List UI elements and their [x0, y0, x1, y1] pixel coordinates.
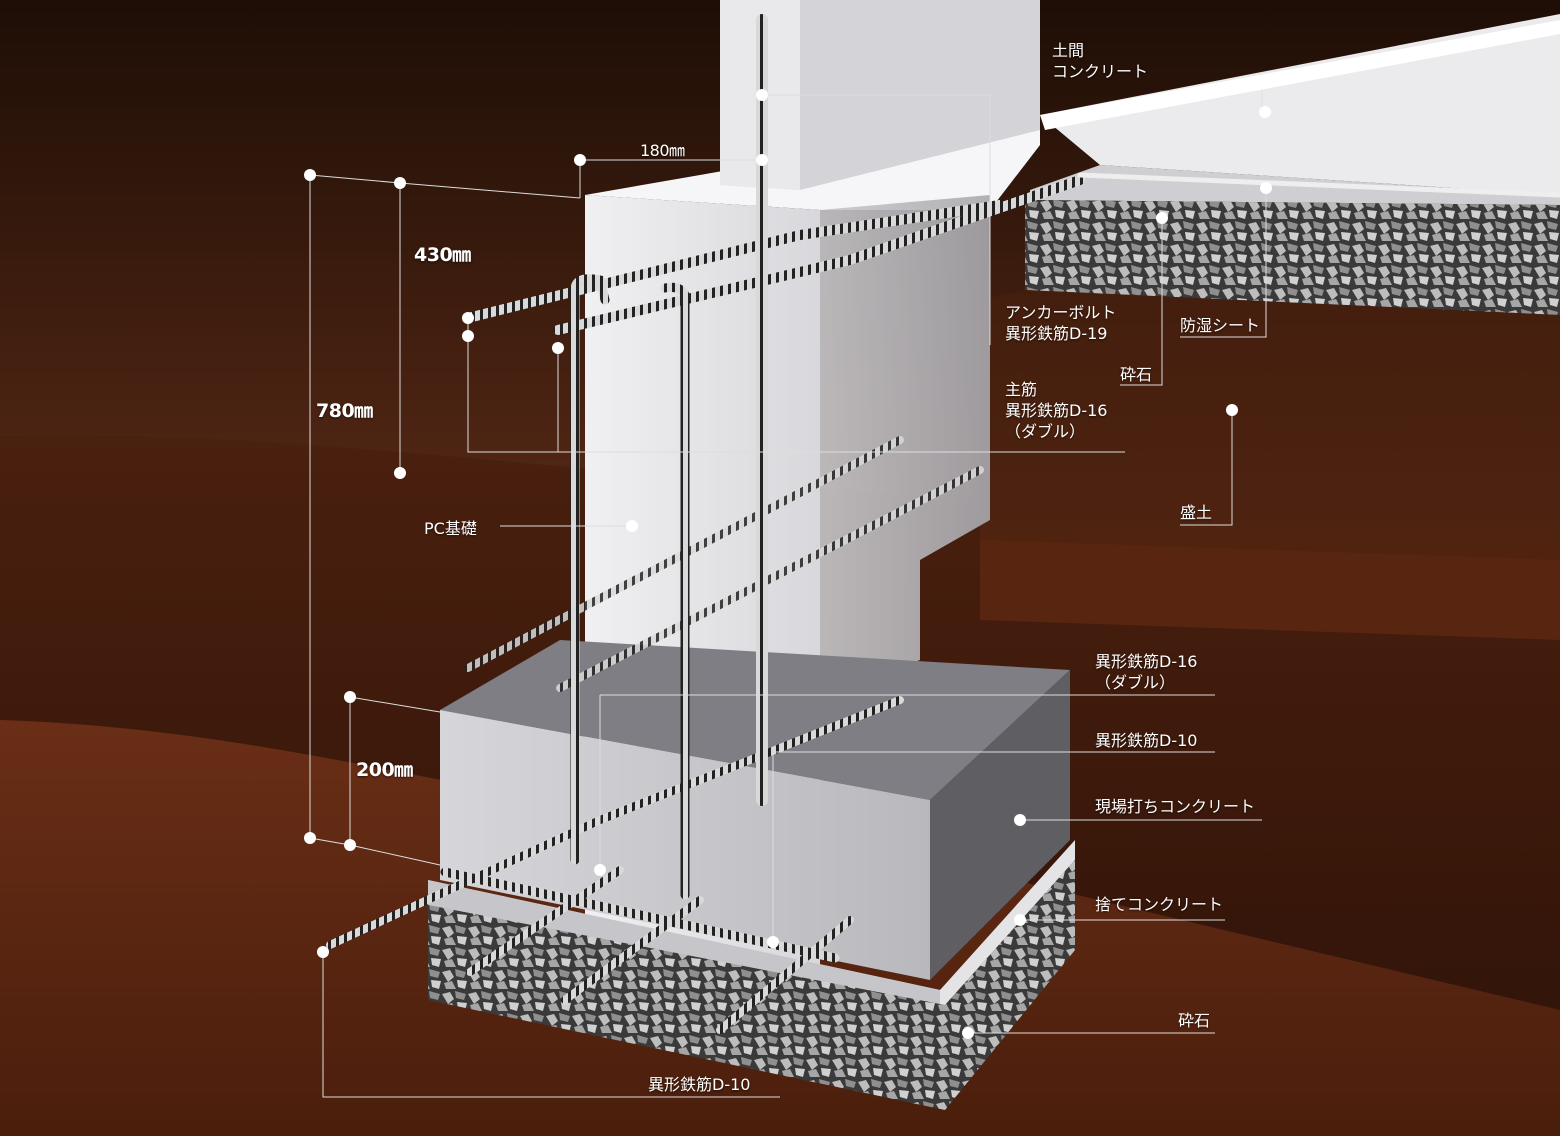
label-main-line1: 主筋 — [1005, 380, 1038, 399]
leader-fill — [1180, 410, 1233, 526]
dot-main-1 — [462, 312, 474, 324]
dot-blind — [1014, 914, 1026, 926]
label-cast-in-place: 現場打ちコンクリート — [1095, 797, 1256, 816]
label-fill-soil: 盛土 — [1180, 503, 1213, 522]
dot-anchor-2 — [756, 154, 768, 166]
label-main-rebar: 主筋 異形鉄筋D-16 （ダブル） — [1005, 379, 1107, 442]
dot-anchor — [756, 89, 768, 101]
slab-rebar — [1077, 172, 1560, 198]
rebar-group — [326, 14, 1560, 1034]
crushed-stone-lower — [428, 860, 1075, 1110]
crushed-stone-upper — [1025, 200, 1560, 315]
doma-slab-edge — [1040, 20, 1560, 130]
dot-fill — [1226, 404, 1238, 416]
dot-dim-430-bot — [394, 467, 406, 479]
label-doma-concrete: 土間 コンクリート — [1052, 40, 1148, 82]
dim-label-430: 430㎜ — [414, 244, 471, 266]
horizontal-rebar-1 — [464, 436, 904, 672]
label-crushed-stone-lower: 砕石 — [1178, 1011, 1211, 1030]
leader-d10-bottom — [322, 952, 780, 1098]
horizontal-rebar-2 — [556, 466, 984, 692]
leader-main-rebar — [467, 320, 1125, 453]
dot-sheet — [1260, 182, 1272, 194]
soil-band — [980, 535, 1560, 640]
label-anchor-line2: 異形鉄筋D-19 — [1005, 324, 1108, 343]
footing-side — [930, 670, 1070, 980]
dot-cast — [1014, 814, 1026, 826]
dim-label-780: 780㎜ — [316, 400, 373, 422]
label-pc-foundation: PC基礎 — [424, 519, 477, 538]
label-anchor-bolt: アンカーボルト 異形鉄筋D-19 — [1005, 302, 1116, 344]
label-d16-line2: （ダブル） — [1095, 673, 1176, 692]
leader-dots — [304, 89, 1272, 1039]
label-doma-line2: コンクリート — [1052, 62, 1149, 81]
bottom-rebar-3 — [561, 896, 704, 1004]
dot-stone-upper — [1156, 212, 1168, 224]
leader-stone-upper — [1120, 218, 1163, 386]
dim-200-top — [349, 696, 441, 713]
label-anchor-line1: アンカーボルト — [1005, 303, 1117, 322]
main-rebar-top-1 — [463, 200, 1005, 323]
dot-pc — [626, 520, 638, 532]
dot-dim-430-top — [394, 177, 406, 189]
dot-dim-780-top — [304, 169, 316, 181]
bottom-rebar-4 — [716, 916, 854, 1034]
label-blinding-concrete: 捨てコンクリート — [1095, 895, 1224, 914]
dot-dim-180 — [574, 154, 586, 166]
main-rebar-top-2 — [553, 175, 1085, 335]
dot-d16 — [594, 864, 606, 876]
label-crushed-stone-upper: 砕石 — [1120, 365, 1153, 384]
dot-main-3 — [552, 342, 564, 354]
dim-label-180: 180㎜ — [640, 141, 685, 160]
dot-d10 — [767, 936, 779, 948]
label-moisture-sheet: 防湿シート — [1180, 316, 1261, 335]
dot-d10-bottom — [317, 946, 329, 958]
leader-lines — [309, 90, 1267, 1098]
fill-soil-area — [980, 290, 1560, 560]
leader-anchor — [762, 94, 991, 345]
dot-stone-lower — [962, 1027, 974, 1039]
dot-dim-200-top — [344, 691, 356, 703]
leader-sheet — [1180, 188, 1267, 338]
label-rebar-d10-bottom: 異形鉄筋D-10 — [648, 1075, 751, 1094]
footing-top — [440, 640, 1070, 800]
pc-wall-side — [820, 195, 990, 700]
label-d16-line1: 異形鉄筋D-16 — [1095, 652, 1198, 671]
dot-doma — [1259, 106, 1271, 118]
dot-main-2 — [462, 330, 474, 342]
label-rebar-d10-upper: 異形鉄筋D-10 — [1095, 731, 1198, 750]
label-rebar-d16-double: 異形鉄筋D-16 （ダブル） — [1095, 651, 1197, 693]
label-main-line3: （ダブル） — [1005, 422, 1086, 441]
label-main-line2: 異形鉄筋D-16 — [1005, 401, 1108, 420]
dim-label-200: 200㎜ — [356, 759, 413, 781]
doma-slab-top — [1040, 14, 1560, 195]
bottom-rebar-2 — [466, 866, 624, 976]
dot-dim-200-bot — [344, 839, 356, 851]
dot-dim-780-bot — [304, 832, 316, 844]
label-doma-line1: 土間 — [1052, 41, 1085, 60]
